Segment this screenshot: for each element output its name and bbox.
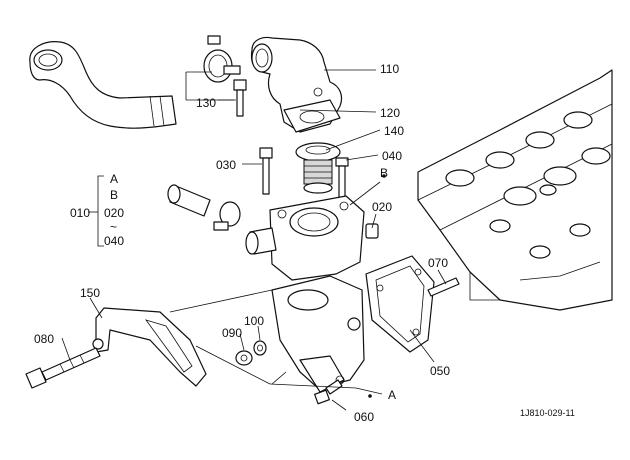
callout-010: 010 — [70, 206, 91, 220]
callout-100: 100 — [244, 314, 265, 328]
callout-080: 080 — [34, 332, 55, 346]
callout-150: 150 — [80, 286, 101, 300]
group-item-b: B — [110, 188, 119, 202]
drawing-code: 1J810-029-11 — [520, 408, 575, 418]
callout-130: 130 — [196, 96, 217, 110]
water-flange — [271, 275, 365, 393]
bolt-130 — [233, 79, 247, 117]
callout-140: 140 — [384, 124, 405, 138]
thermostat-housing — [245, 195, 365, 281]
callout-030: 030 — [216, 158, 237, 172]
group-item-040: 040 — [104, 234, 125, 248]
callout-070: 070 — [428, 256, 449, 270]
callout-110: 110 — [380, 62, 400, 76]
nut-and-washer — [235, 340, 267, 366]
bypass-pipe — [167, 184, 241, 231]
callout-120: 120 — [380, 106, 401, 120]
plug — [365, 223, 379, 239]
gasket — [283, 99, 341, 133]
leader-lines — [61, 69, 447, 411]
stud-bolt — [427, 277, 460, 297]
callout-040: 040 — [382, 149, 403, 163]
callout-060: 060 — [354, 410, 375, 424]
hose-clamp — [203, 35, 241, 83]
water-hose — [29, 41, 177, 129]
group-item-tilde: ~ — [110, 220, 118, 234]
callout-a: A — [388, 388, 397, 402]
callout-b: B — [380, 166, 389, 180]
bolt-080 — [25, 347, 101, 389]
bracket — [92, 307, 207, 387]
callout-050: 050 — [430, 364, 451, 378]
callout-090: 090 — [222, 326, 243, 340]
bolt-030 — [259, 147, 273, 195]
group-item-020: 020 — [104, 206, 125, 220]
cylinder-head — [417, 69, 613, 311]
group-item-a: A — [110, 172, 119, 186]
thermostat — [295, 142, 341, 194]
callout-020: 020 — [372, 200, 393, 214]
bolt-040 — [335, 157, 349, 201]
group-bracket-010 — [88, 175, 104, 247]
flange-gasket — [365, 255, 435, 353]
